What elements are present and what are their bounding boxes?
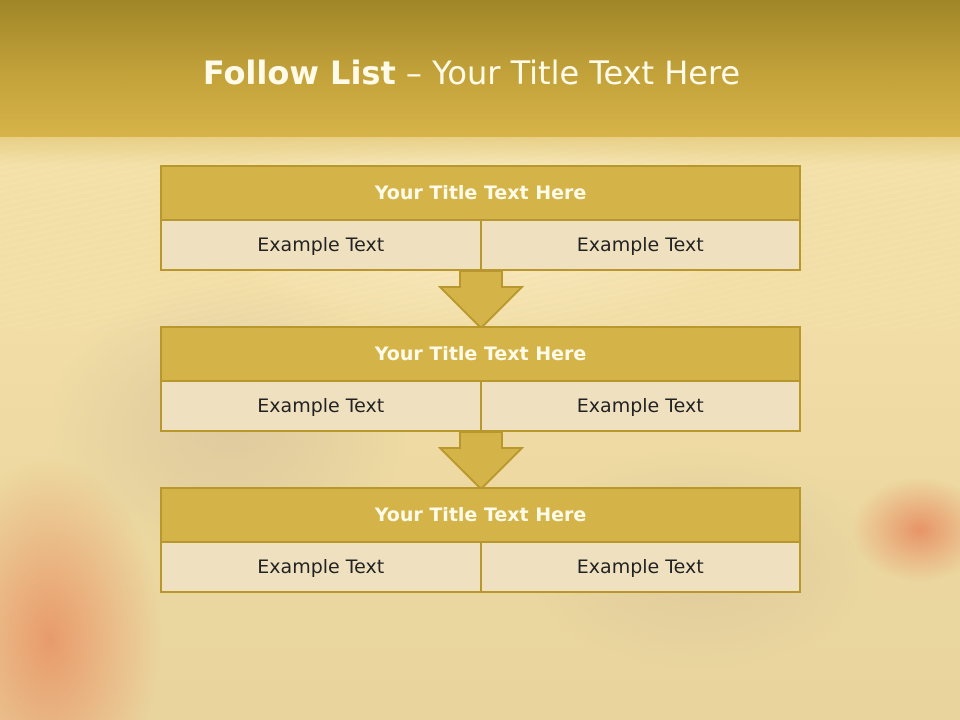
slide-title-bold: Follow List: [202, 54, 396, 92]
block-row: Example Text Example Text: [160, 382, 801, 432]
block-row: Example Text Example Text: [160, 221, 801, 271]
block-cell-right: Example Text: [479, 382, 799, 430]
title-bar: [0, 0, 960, 137]
block-title: Your Title Text Here: [160, 326, 801, 382]
slide-title-rest: – Your Title Text Here: [395, 54, 741, 92]
down-arrow-icon: [438, 432, 524, 490]
list-block-1: Your Title Text Here Example Text Exampl…: [160, 165, 801, 271]
block-title: Your Title Text Here: [160, 165, 801, 221]
list-block-3: Your Title Text Here Example Text Exampl…: [160, 487, 801, 593]
block-cell-left: Example Text: [162, 382, 480, 430]
title-bar-shadow: [0, 137, 960, 165]
block-cell-left: Example Text: [162, 543, 480, 591]
block-title: Your Title Text Here: [160, 487, 801, 543]
list-block-2: Your Title Text Here Example Text Exampl…: [160, 326, 801, 432]
down-arrow-icon: [438, 271, 524, 329]
block-cell-right: Example Text: [479, 543, 799, 591]
block-cell-left: Example Text: [162, 221, 480, 269]
block-cell-right: Example Text: [479, 221, 799, 269]
block-row: Example Text Example Text: [160, 543, 801, 593]
slide-title: Follow List – Your Title Text Here: [0, 54, 943, 92]
